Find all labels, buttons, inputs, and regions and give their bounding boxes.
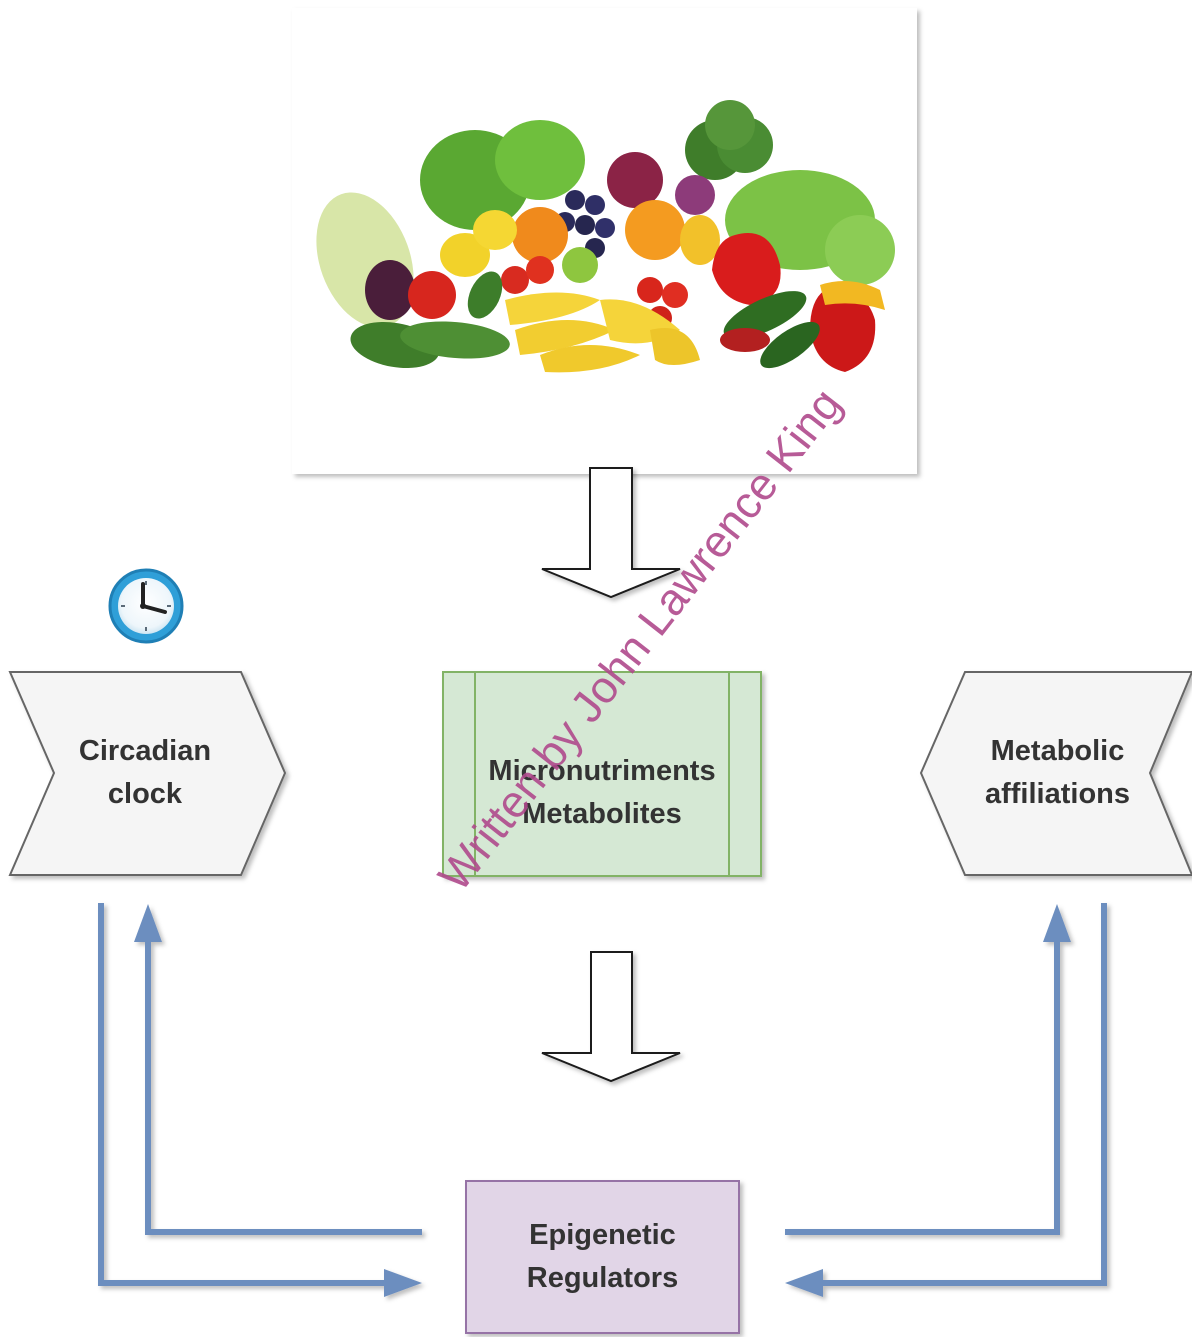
fruits-vegetables-image <box>316 100 895 373</box>
connector-epigenetic-to-metabolic <box>785 904 1071 1235</box>
hollow-arrow-down-1 <box>541 467 681 599</box>
food-image-box <box>292 8 917 474</box>
circadian-clock-line2: clock <box>107 778 183 810</box>
connector-epigenetic-to-clock <box>134 904 422 1235</box>
circadian-clock-label: Circadian clock <box>40 730 250 816</box>
epigenetic-regulators-box <box>465 1180 740 1334</box>
epigenetic-regulators-line1: Epigenetic <box>529 1219 676 1251</box>
circadian-clock-line1: Circadian <box>78 735 212 767</box>
epigenetic-regulators-label: Epigenetic Regulators <box>466 1214 739 1300</box>
micronutriments-label: Micronutriments Metabolites <box>443 750 761 836</box>
connector-clock-to-epigenetic <box>98 903 422 1297</box>
metabolic-affiliations-label: Metabolic affiliations <box>945 730 1170 816</box>
epigenetic-regulators-line2: Regulators <box>526 1262 679 1294</box>
metabolic-affiliations-step <box>919 671 1192 876</box>
connector-metabolic-to-epigenetic <box>785 903 1107 1297</box>
hollow-arrow-down-2 <box>541 951 681 1083</box>
micronutriments-line1: Micronutriments <box>488 755 716 787</box>
circadian-clock-step <box>8 671 287 876</box>
clock-icon <box>108 568 184 644</box>
metabolic-affiliations-line2: affiliations <box>984 778 1130 810</box>
micronutriments-box <box>442 671 762 877</box>
metabolic-affiliations-line1: Metabolic <box>990 735 1125 767</box>
micronutriments-line2: Metabolites <box>522 798 682 830</box>
